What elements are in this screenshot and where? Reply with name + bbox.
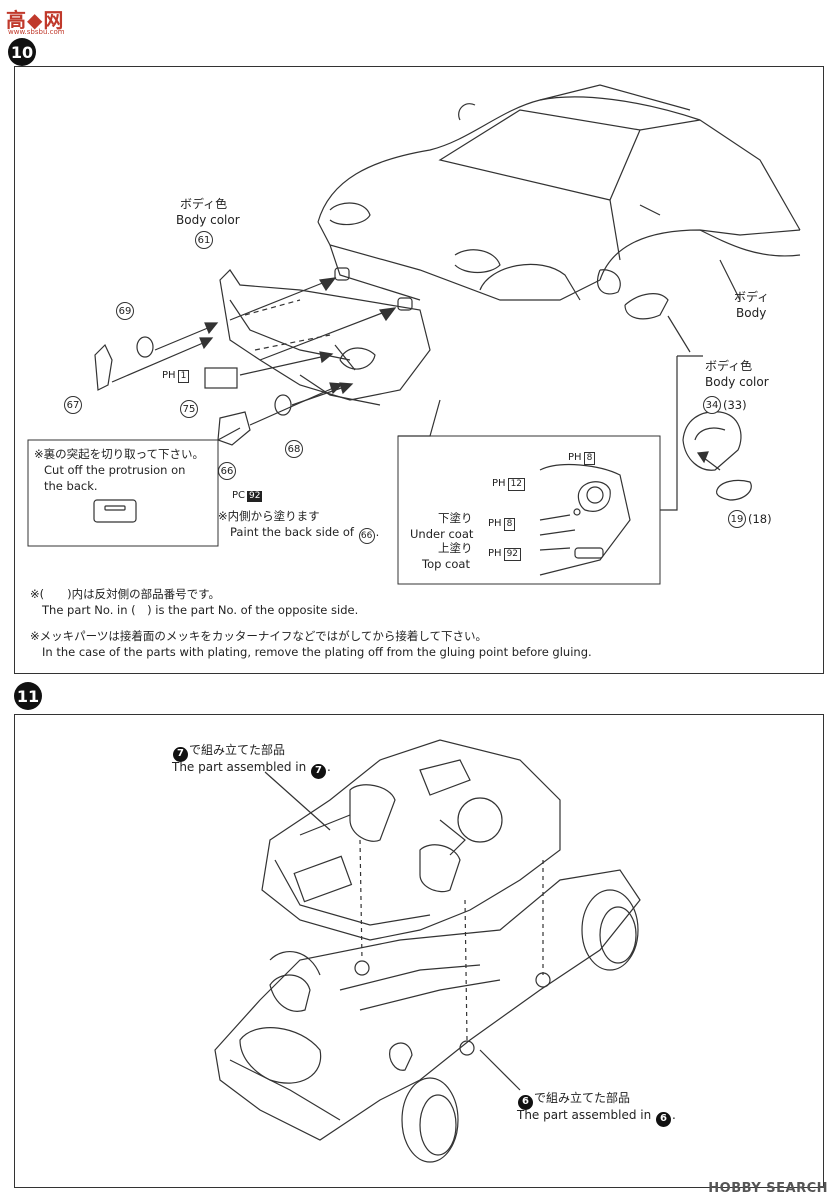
step-10-badge: 10 [8,38,36,66]
topcoat-en: Top coat [422,557,470,571]
bumper-color-jp: ボディ色 [180,197,228,211]
site-url: www.sbsbu.com [8,28,65,36]
note-cut-jp: ※裏の突起を切り取って下さい。 [34,447,205,461]
body-label-jp: ボディ [734,290,770,304]
footnote-2-en: In the case of the parts with plating, r… [42,645,592,659]
part-33-label: (33) [723,398,747,412]
label-6-en: The part assembled in 6. [517,1107,676,1127]
undercoat-en: Under coat [410,527,474,541]
part-18-label: (18) [748,512,772,526]
part-19-label: 19 [728,510,746,528]
part-68-label: 68 [285,440,303,458]
step-11-badge: 11 [14,682,42,710]
site-logo: 高◆网 [6,8,65,32]
note-cut-en-1: Cut off the protrusion on [44,463,186,477]
hobby-search-watermark: HOBBY SEARCH [708,1181,828,1196]
label-7-en: The part assembled in 7. [172,759,331,779]
part-69-label: 69 [116,302,134,320]
mirror-color-jp: ボディ色 [705,359,753,373]
note-cut-en-2: the back. [44,479,98,493]
footnote-2-jp: ※メッキパーツは接着面のメッキをカッターナイフなどではがしてから接着して下さい。 [30,629,487,643]
body-label-en: Body [736,306,767,320]
part-75-label: 75 [180,400,198,418]
topcoat-jp: 上塗り [438,541,473,555]
footnote-1-en: The part No. in ( ) is the part No. of t… [42,603,359,617]
step-10-frame [14,66,824,674]
bumper-color-en: Body color [176,213,240,227]
note-inside-en: Paint the back side of 66. [230,524,379,544]
step-11-frame [14,714,824,1188]
footnote-1-jp: ※( )内は反対側の部品番号です。 [30,587,220,601]
part-66-label: 66 [218,462,236,480]
mirror-color-en: Body color [705,375,769,389]
note-inside-jp: ※内側から塗ります [218,509,320,523]
part-61-label: 61 [195,231,213,249]
part-34-label: 34 [703,396,721,414]
part-67-label: 67 [64,396,82,414]
undercoat-jp: 下塗り [438,511,473,525]
